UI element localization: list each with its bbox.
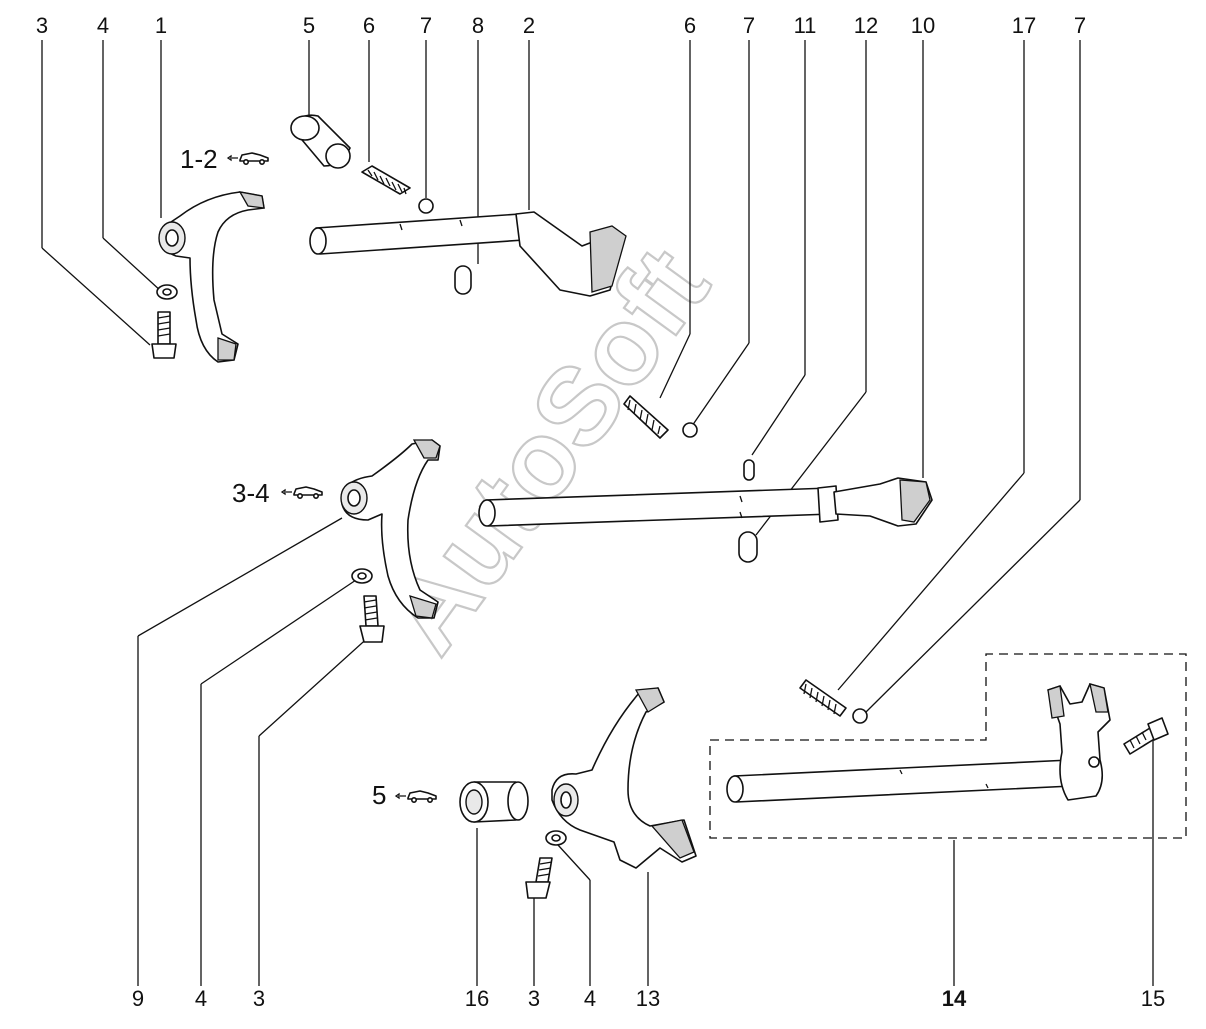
callout-top-0: 3	[36, 13, 48, 38]
bolt-15	[1123, 717, 1169, 755]
pin-12	[738, 531, 758, 563]
callout-top-3: 5	[303, 13, 315, 38]
callout-top-5: 7	[420, 13, 432, 38]
fork-13	[551, 687, 697, 869]
shift-rod-14	[726, 683, 1111, 803]
gear-label-text: 3-4	[232, 478, 270, 508]
gear-label-3-4: 3-4	[232, 478, 323, 508]
bolt-3-a	[151, 311, 177, 359]
ball-7-b	[682, 422, 698, 438]
car-icon	[280, 486, 323, 500]
pin-11	[743, 459, 755, 481]
car-icon	[226, 152, 269, 166]
washer-4-a	[156, 284, 178, 300]
sleeve-16	[459, 781, 529, 823]
assembly-box-14	[709, 653, 1187, 839]
shift-rod-10	[478, 477, 933, 527]
callout-bottom-6: 13	[636, 986, 660, 1011]
spring-6-a	[361, 165, 411, 195]
ball-7-a	[418, 198, 434, 214]
gear-label-text: 1-2	[180, 144, 218, 174]
callout-bottom-5: 4	[584, 986, 596, 1011]
callout-bottom-0: 9	[132, 986, 144, 1011]
washer-4-c	[545, 830, 567, 846]
callout-bottom-3: 16	[465, 986, 489, 1011]
callouts-bottom: 9 4 3 16 3 4 13 14 15	[132, 986, 1165, 1011]
spring-6-b	[623, 395, 669, 439]
callout-top-1: 4	[97, 13, 109, 38]
callout-top-13: 17	[1012, 13, 1036, 38]
callout-top-8: 6	[684, 13, 696, 38]
gear-label-5: 5	[372, 780, 437, 810]
bolt-3-b	[359, 595, 385, 643]
shift-rod-2	[309, 211, 627, 297]
callout-top-4: 6	[363, 13, 375, 38]
fork-1-2	[158, 191, 265, 363]
bolt-3-c	[525, 857, 553, 899]
callout-top-2: 1	[155, 13, 167, 38]
spring-17	[799, 679, 847, 717]
sleeve-5-a	[290, 114, 351, 169]
gear-label-text: 5	[372, 780, 386, 810]
callout-bottom-2: 3	[253, 986, 265, 1011]
callout-top-14: 7	[1074, 13, 1086, 38]
fork-3-4	[340, 439, 441, 619]
callout-top-10: 11	[794, 13, 817, 38]
car-icon	[394, 790, 437, 804]
ball-7-c	[852, 708, 868, 724]
callout-top-12: 10	[911, 13, 935, 38]
washer-4-b	[351, 568, 373, 584]
callout-bottom-8: 15	[1141, 986, 1165, 1011]
leader-lines	[41, 40, 1154, 986]
callout-top-7: 2	[523, 13, 535, 38]
callout-top-6: 8	[472, 13, 484, 38]
callout-bottom-1: 4	[195, 986, 207, 1011]
callout-top-11: 12	[854, 13, 878, 38]
pin-8	[454, 265, 472, 295]
callouts-top: 3 4 1 5 6 7 8 2 6 7 11 12 10 17 7	[36, 13, 1086, 38]
gear-label-1-2: 1-2	[180, 144, 269, 174]
callout-bottom-4: 3	[528, 986, 540, 1011]
callout-top-9: 7	[743, 13, 755, 38]
callout-bottom-7: 14	[942, 986, 967, 1011]
